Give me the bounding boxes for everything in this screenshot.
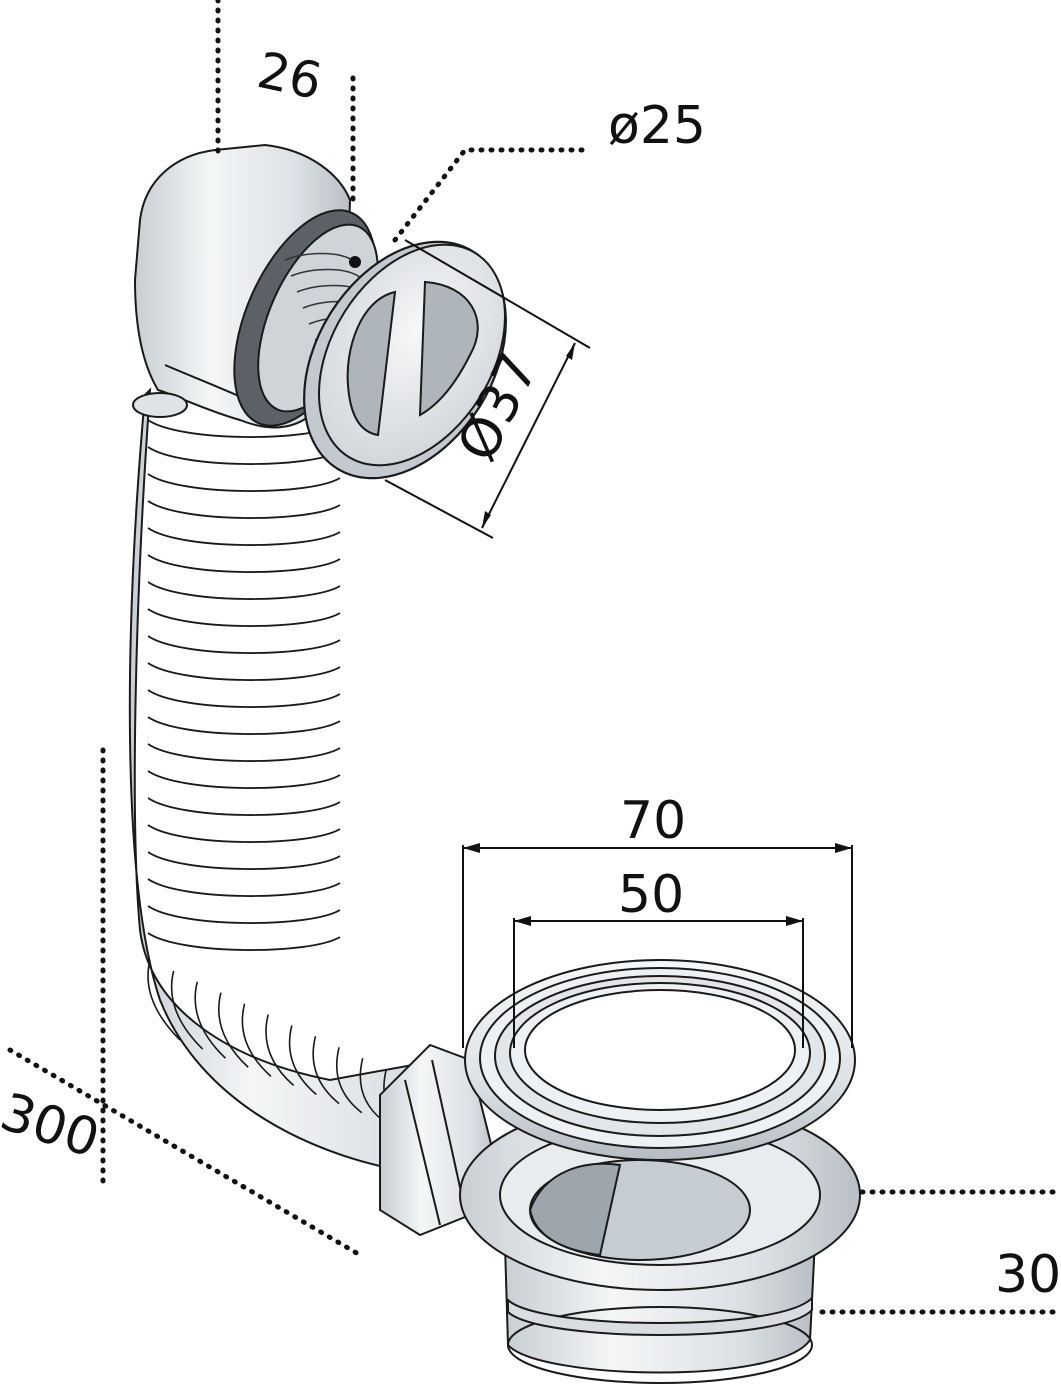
hose-rib: [147, 446, 341, 465]
waste-outlet: [379, 959, 861, 1384]
hose-rib: [147, 608, 341, 627]
dim-70-label: 70: [620, 791, 686, 851]
hose-rib: [147, 824, 341, 843]
dim-25-leader: [392, 147, 593, 243]
hose-bend-rib: [265, 1014, 295, 1087]
hose-rib: [147, 581, 341, 600]
hose-bend-rib: [335, 1047, 363, 1114]
thread-line: [290, 268, 362, 279]
hose-bend-rib: [218, 992, 249, 1068]
hose-bend-rib: [288, 1025, 317, 1096]
hose-rib: [147, 635, 341, 654]
dim-25-label: ø25: [608, 96, 706, 156]
hose-rib: [147, 554, 341, 573]
hose-rib: [147, 797, 341, 816]
dim-300-diagonal-extension: [7, 1047, 363, 1258]
hose-rib: [147, 878, 341, 897]
hose-rib: [147, 662, 341, 681]
hose-rib: [147, 770, 341, 789]
hose-rib: [147, 905, 341, 924]
hose-bend-rib: [170, 970, 204, 1050]
hose-rib: [147, 500, 341, 519]
hose-rib: [147, 743, 341, 762]
dim-37-extension-top: [404, 239, 591, 349]
hose-bend-rib: [241, 1003, 272, 1077]
overflow-cap: [303, 240, 507, 480]
dimension-lines: [7, 0, 1061, 1315]
hose-rib: [147, 473, 341, 492]
dim-26-label: 26: [253, 41, 327, 111]
hose-ribs: [147, 419, 431, 1141]
dim-37-line: [481, 342, 576, 529]
hose-bend-rib: [147, 959, 181, 1041]
hose-bend-rib: [312, 1036, 340, 1105]
hose-rib: [147, 527, 341, 546]
hose-rib: [147, 716, 341, 735]
hose-bend-rib: [194, 981, 227, 1059]
dim-50-label: 50: [618, 865, 684, 925]
dimension-labels: 26 ø25 Ø37 70 50 30 300: [0, 41, 1061, 1305]
dim-30-label: 30: [995, 1245, 1061, 1305]
hose-rib: [147, 932, 341, 951]
hose-rib: [147, 851, 341, 870]
hose-rib: [147, 689, 341, 708]
dim-37-extension-bottom: [384, 479, 494, 539]
